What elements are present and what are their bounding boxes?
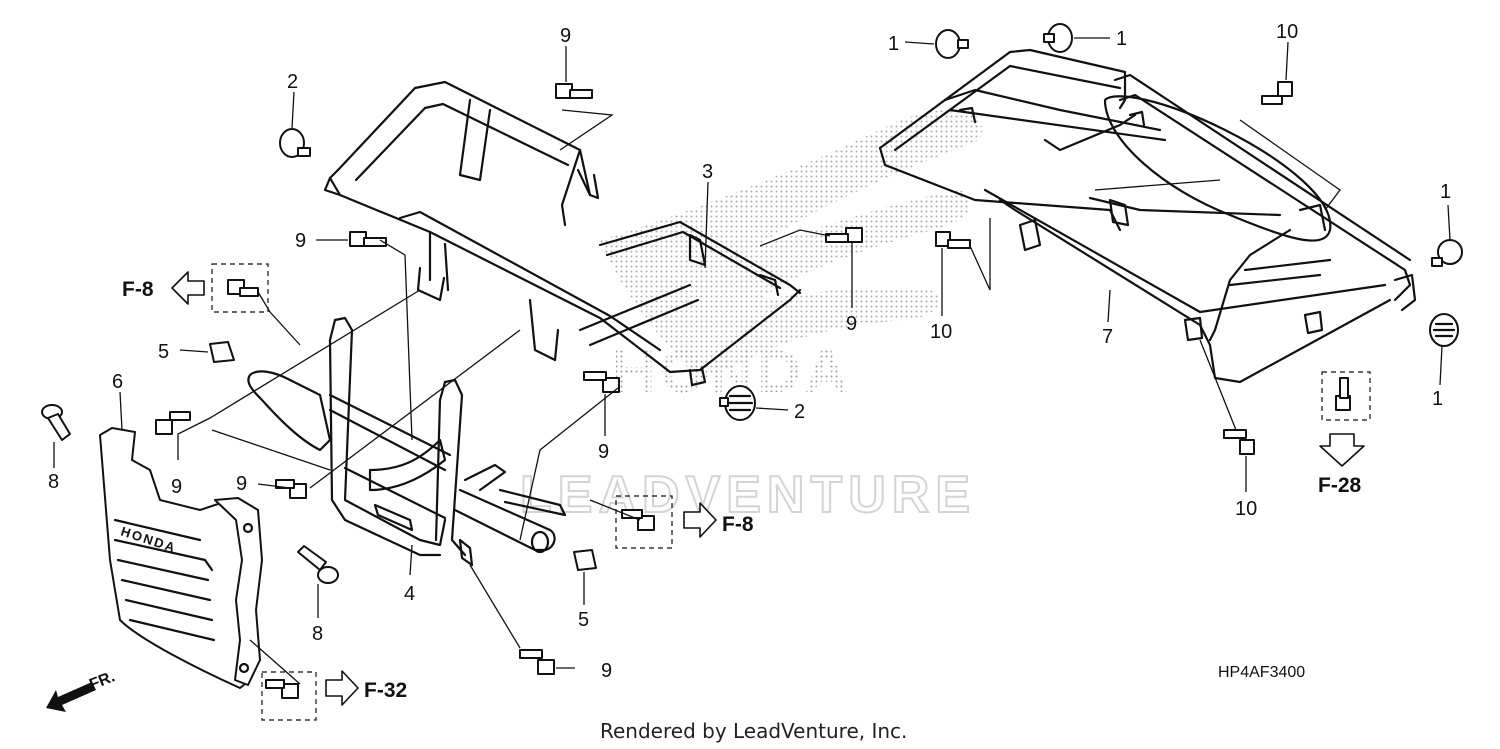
callout-8: 8 bbox=[48, 471, 59, 493]
callout-9: 9 bbox=[846, 313, 857, 335]
callout-10: 10 bbox=[1235, 498, 1257, 520]
ref-label-f32: F-32 bbox=[364, 679, 407, 702]
bolt-9e bbox=[583, 371, 620, 393]
callout-3: 3 bbox=[702, 161, 713, 183]
front-carrier bbox=[323, 80, 802, 387]
rubber-cap-1d bbox=[1429, 313, 1459, 347]
callout-5: 5 bbox=[158, 341, 169, 363]
ref-arrow-f28 bbox=[1319, 433, 1365, 467]
callout-10: 10 bbox=[930, 321, 952, 343]
bolt-f32 bbox=[265, 679, 299, 699]
callout-9: 9 bbox=[560, 25, 571, 47]
callout-2: 2 bbox=[794, 401, 805, 423]
rear-carrier bbox=[878, 48, 1417, 384]
callout-9: 9 bbox=[171, 476, 182, 498]
callout-7: 7 bbox=[1102, 326, 1113, 348]
bolt-10a bbox=[1261, 81, 1293, 105]
bolt-10c bbox=[1223, 429, 1255, 455]
clip-8a bbox=[41, 404, 71, 441]
bolt-f28 bbox=[1335, 377, 1351, 411]
bolt-9g bbox=[519, 649, 555, 675]
leader-lines bbox=[53, 37, 1451, 685]
bolt-f8-left bbox=[227, 279, 259, 297]
callout-1: 1 bbox=[888, 33, 899, 55]
front-direction-indicator: FR. bbox=[46, 668, 117, 712]
callout-8: 8 bbox=[312, 623, 323, 645]
grommet-5b bbox=[573, 549, 597, 571]
bolt-9c bbox=[825, 227, 863, 243]
callout-10: 10 bbox=[1276, 21, 1298, 43]
bolt-f8-right bbox=[621, 509, 655, 531]
front-bumper-grille: HONDA bbox=[99, 427, 263, 689]
honda-wing-logo: HONDA bbox=[600, 109, 982, 405]
callout-9: 9 bbox=[601, 660, 612, 682]
rubber-cap-1c bbox=[1431, 239, 1463, 267]
callout-2: 2 bbox=[287, 71, 298, 93]
callout-5: 5 bbox=[578, 609, 589, 631]
bolt-9b bbox=[349, 231, 387, 247]
watermark: LEADVENTURE bbox=[520, 466, 976, 524]
bolt-9f bbox=[275, 479, 307, 499]
callout-9: 9 bbox=[236, 473, 247, 495]
callout-9: 9 bbox=[295, 230, 306, 252]
front-label: FR. bbox=[87, 668, 117, 693]
callout-1: 1 bbox=[1440, 181, 1451, 203]
ref-label-f28: F-28 bbox=[1318, 474, 1362, 497]
ref-box-f8-left bbox=[211, 263, 269, 313]
callout-4: 4 bbox=[404, 583, 415, 605]
rubber-cap-1a bbox=[935, 29, 969, 59]
callout-9: 9 bbox=[598, 441, 609, 463]
ref-arrow-f8-left bbox=[171, 271, 205, 305]
ref-label-f8-right: F-8 bbox=[722, 513, 754, 536]
ref-arrow-f8-right bbox=[683, 502, 717, 538]
rubber-cap-2b bbox=[719, 385, 756, 421]
bolt-9d bbox=[155, 411, 191, 435]
ref-box-f8-right bbox=[615, 495, 673, 549]
bolt-9a bbox=[555, 83, 593, 99]
grommet-5a bbox=[209, 341, 235, 363]
ref-arrow-f32 bbox=[325, 670, 359, 706]
rubber-cap-1b bbox=[1043, 23, 1073, 53]
callout-1: 1 bbox=[1116, 28, 1127, 50]
ref-box-f28 bbox=[1321, 371, 1371, 421]
bolt-10b bbox=[935, 231, 971, 249]
front-guard-frame bbox=[247, 316, 567, 567]
diagram-code: HP4AF3400 bbox=[1218, 664, 1305, 681]
callout-6: 6 bbox=[112, 371, 123, 393]
ref-box-f32 bbox=[261, 671, 317, 721]
clip-8b bbox=[297, 545, 339, 584]
rubber-cap-2a bbox=[279, 128, 311, 158]
callout-1: 1 bbox=[1432, 388, 1443, 410]
credit-line: Rendered by LeadVenture, Inc. bbox=[600, 719, 907, 743]
ref-label-f8-left: F-8 bbox=[122, 278, 154, 301]
